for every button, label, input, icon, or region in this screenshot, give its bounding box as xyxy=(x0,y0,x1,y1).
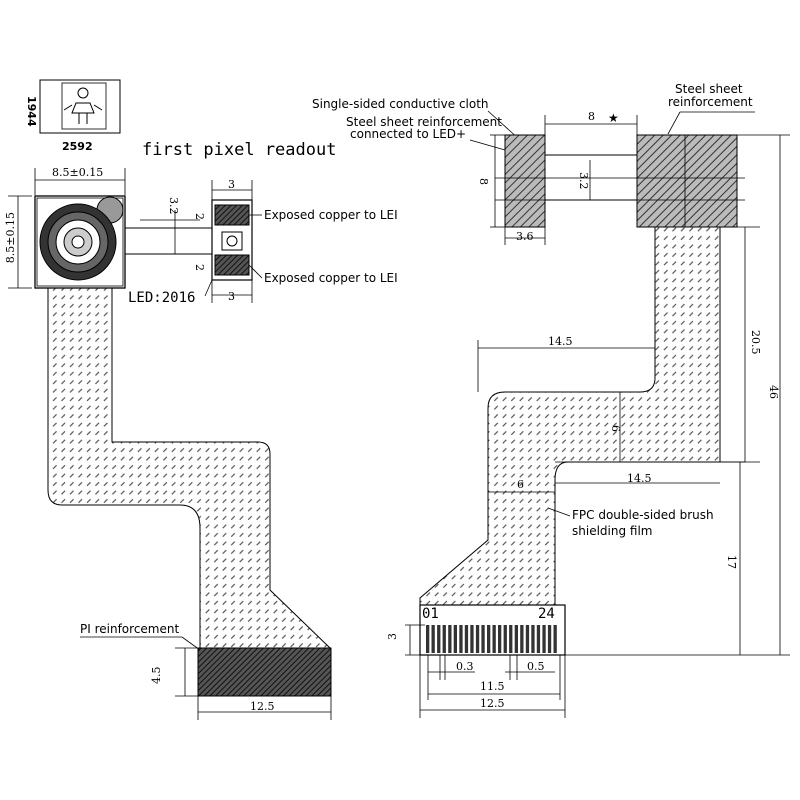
right-dimensions: 14.5 20.5 46 6 6 14.5 17 xyxy=(477,134,790,656)
svg-text:FPC double-sided brush: FPC double-sided brush xyxy=(572,508,714,522)
camera-module xyxy=(34,195,126,289)
svg-text:24: 24 xyxy=(538,606,555,622)
svg-text:Steel sheet reinforcement: Steel sheet reinforcement xyxy=(346,115,502,129)
svg-text:shielding film: shielding film xyxy=(572,524,652,538)
svg-text:12.5: 12.5 xyxy=(480,697,505,710)
right-top-labels: Single-sided conductive cloth Steel shee… xyxy=(312,82,755,151)
connector-pin xyxy=(459,625,463,653)
connector-pin xyxy=(431,625,435,653)
connector-pin xyxy=(442,625,446,653)
svg-text:8.5±0.15: 8.5±0.15 xyxy=(4,212,17,263)
connector-pin xyxy=(498,625,502,653)
led-arm: 3.2 3 3 2 2 LED:2016 xyxy=(125,178,253,306)
svg-text:01: 01 xyxy=(422,606,439,622)
connector-pins xyxy=(426,625,557,653)
connector-pin xyxy=(492,625,496,653)
connector-pin xyxy=(520,625,524,653)
star-icon: ★ xyxy=(608,111,619,125)
connector-pin xyxy=(509,625,513,653)
svg-text:3: 3 xyxy=(386,633,399,640)
svg-text:17: 17 xyxy=(725,555,738,569)
svg-text:2: 2 xyxy=(193,264,206,271)
connector-pin xyxy=(475,625,480,653)
connector: 01 24 3 0.3 0.5 11.5 12.5 xyxy=(386,604,566,718)
connector-pin xyxy=(481,625,485,653)
left-fpc-flex xyxy=(47,287,332,649)
connector-pin xyxy=(464,625,469,653)
svg-text:8.5±0.15: 8.5±0.15 xyxy=(52,166,103,179)
led-label: LED:2016 xyxy=(128,290,195,306)
sensor-orientation-box: 1944 2592 first pixel readout xyxy=(25,79,336,160)
first-pixel-note: first pixel readout xyxy=(142,140,336,160)
svg-text:PI reinforcement: PI reinforcement xyxy=(80,622,179,636)
svg-text:3: 3 xyxy=(228,178,235,191)
connector-pin xyxy=(503,625,507,653)
svg-text:Exposed copper to LEI: Exposed copper to LEI xyxy=(264,271,398,285)
connector-pin xyxy=(437,625,441,653)
connector-pin xyxy=(553,625,557,653)
svg-text:6: 6 xyxy=(609,425,622,432)
right-fpc-flex xyxy=(419,226,721,606)
svg-text:Exposed copper to LEI: Exposed copper to LEI xyxy=(264,208,398,222)
svg-text:8: 8 xyxy=(477,178,490,185)
svg-text:20.5: 20.5 xyxy=(749,330,762,355)
module-height-dimension: 8.5±0.15 xyxy=(4,195,32,289)
svg-text:12.5: 12.5 xyxy=(250,700,275,713)
connector-pin xyxy=(487,625,491,653)
svg-text:Steel sheet: Steel sheet xyxy=(675,82,743,96)
sensor-height-label: 1944 xyxy=(25,96,38,127)
svg-text:14.5: 14.5 xyxy=(548,335,573,348)
right-top-structure: 8 ★ 8 3.2 3.6 xyxy=(477,110,745,245)
connector-pin xyxy=(514,625,518,653)
connector-pin xyxy=(453,625,457,653)
svg-text:3.2: 3.2 xyxy=(167,197,180,215)
connector-pin xyxy=(426,625,430,653)
shielding-label: FPC double-sided brush shielding film xyxy=(547,507,714,538)
connector-pin xyxy=(470,625,474,653)
svg-text:8: 8 xyxy=(588,110,595,123)
svg-text:2: 2 xyxy=(193,213,206,220)
svg-text:6: 6 xyxy=(517,478,524,491)
connector-pin xyxy=(542,625,546,653)
sensor-width-label: 2592 xyxy=(62,140,93,153)
svg-text:3.2: 3.2 xyxy=(577,172,590,190)
connector-pin xyxy=(536,625,541,653)
copper-callouts: Exposed copper to LEI Exposed copper to … xyxy=(248,208,398,285)
svg-text:0.5: 0.5 xyxy=(527,660,545,673)
svg-text:46: 46 xyxy=(767,385,780,399)
svg-text:4.5: 4.5 xyxy=(150,667,163,685)
connector-pin xyxy=(448,625,452,653)
svg-text:0.3: 0.3 xyxy=(456,660,474,673)
svg-text:connected to LED+: connected to LED+ xyxy=(350,127,466,141)
svg-text:3.6: 3.6 xyxy=(516,230,534,243)
person-logo-icon xyxy=(61,82,107,130)
pi-reinforcement: PI reinforcement 4.5 12.5 xyxy=(80,622,332,720)
svg-text:reinforcement: reinforcement xyxy=(668,95,753,109)
svg-text:11.5: 11.5 xyxy=(480,680,505,693)
connector-pin xyxy=(531,625,535,653)
svg-text:3: 3 xyxy=(228,290,235,303)
svg-text:14.5: 14.5 xyxy=(627,472,652,485)
module-width-dimension: 8.5±0.15 xyxy=(34,166,126,195)
connector-pin xyxy=(547,625,552,653)
svg-text:Single-sided conductive cloth: Single-sided conductive cloth xyxy=(312,97,489,111)
connector-pin xyxy=(525,625,530,653)
